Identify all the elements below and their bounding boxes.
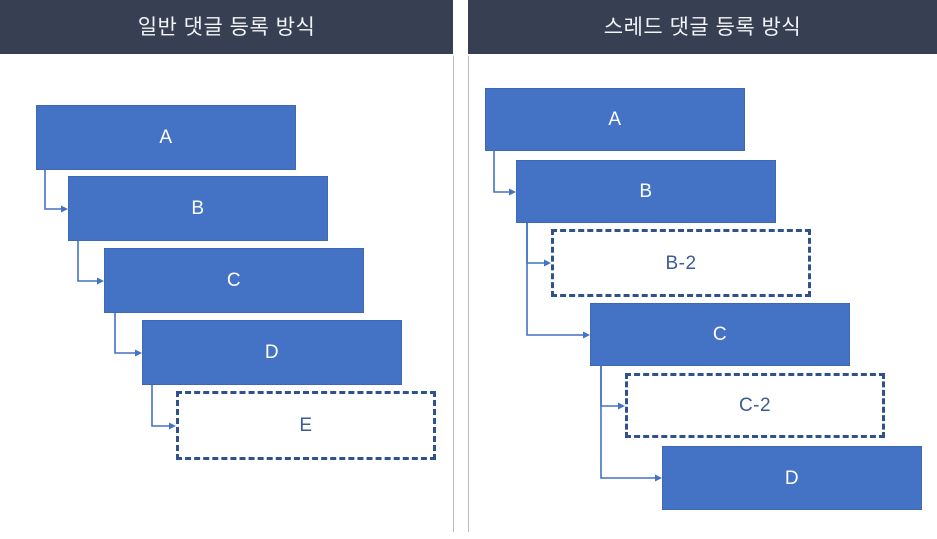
node-normal-c[interactable]: C <box>104 248 364 313</box>
arrowhead-normal-b-to-c <box>97 277 104 285</box>
panel-divider-right <box>468 56 469 532</box>
connector-normal-b-to-c <box>77 241 97 282</box>
node-normal-b[interactable]: B <box>68 176 328 241</box>
node-thread-b-2[interactable]: B-2 <box>551 229 811 297</box>
arrowhead-thread-c-to-c-2 <box>618 402 625 410</box>
node-thread-a[interactable]: A <box>485 88 745 151</box>
arrowhead-normal-c-to-d <box>135 349 142 357</box>
connector-normal-a-to-b <box>44 170 61 210</box>
node-normal-a[interactable]: A <box>36 105 296 170</box>
panel-divider-left <box>453 56 454 532</box>
arrowhead-normal-d-to-e <box>169 422 176 430</box>
connector-thread-b-to-b-2 <box>526 223 544 264</box>
panel-title-thread: 스레드 댓글 등록 방식 <box>603 15 802 39</box>
arrowhead-thread-a-to-b <box>509 188 516 196</box>
node-thread-c-2[interactable]: C-2 <box>625 373 885 438</box>
node-thread-b[interactable]: B <box>516 160 776 223</box>
connector-thread-c-to-c-2 <box>600 366 618 407</box>
node-thread-d[interactable]: D <box>662 446 922 510</box>
node-normal-e[interactable]: E <box>176 391 436 460</box>
node-normal-d[interactable]: D <box>142 320 402 385</box>
connector-normal-c-to-d <box>114 313 135 354</box>
node-thread-c[interactable]: C <box>590 303 850 366</box>
panel-header-thread: 스레드 댓글 등록 방식 <box>468 0 937 54</box>
arrowhead-normal-a-to-b <box>61 205 68 213</box>
panel-header-normal: 일반 댓글 등록 방식 <box>0 0 453 54</box>
arrowhead-thread-b-to-b-2 <box>544 259 551 267</box>
connector-thread-a-to-b <box>493 151 509 193</box>
panel-title-normal: 일반 댓글 등록 방식 <box>137 15 316 39</box>
arrowhead-thread-b-to-c <box>583 331 590 339</box>
arrowhead-thread-c-to-d <box>655 474 662 482</box>
connector-normal-d-to-e <box>151 385 169 427</box>
